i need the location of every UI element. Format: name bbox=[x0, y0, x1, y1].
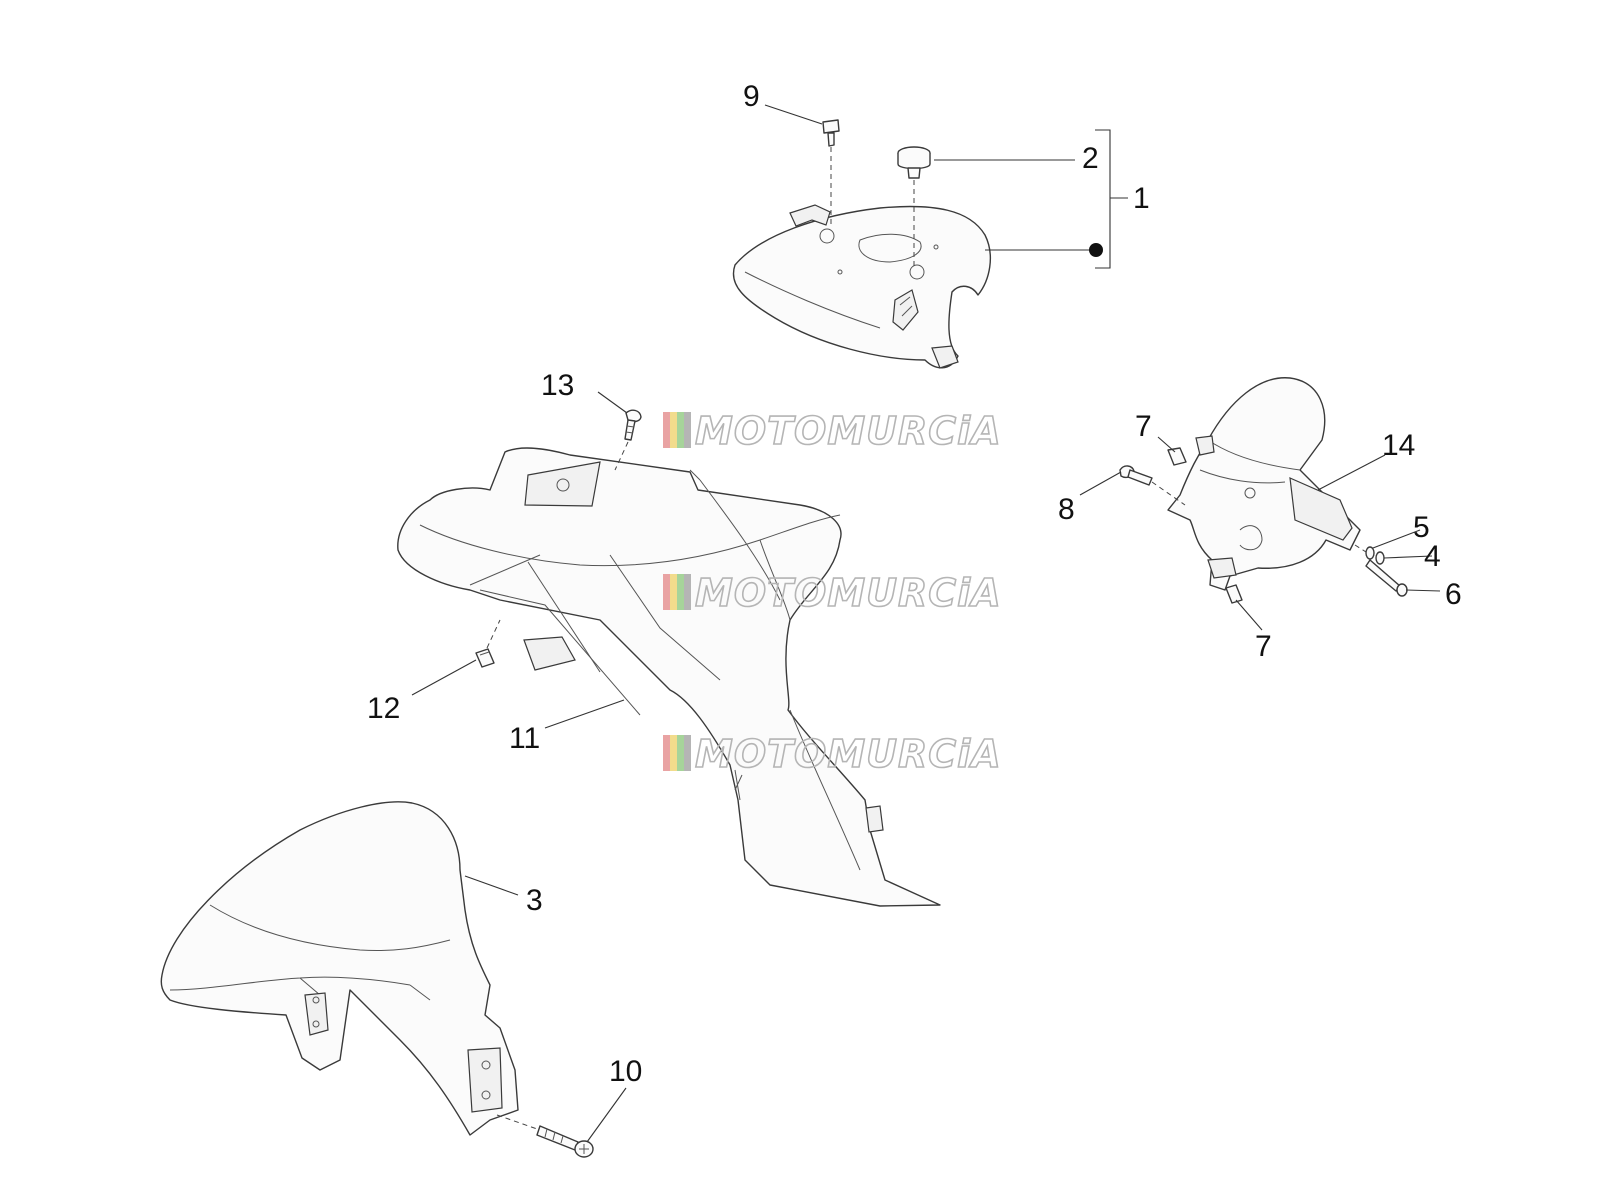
watermark-text: MOTOMURCiA bbox=[695, 571, 1002, 615]
callout-7-lower: 7 bbox=[1255, 630, 1272, 663]
watermark-stripe bbox=[670, 574, 677, 610]
watermark-middle: MOTOMURCiA bbox=[663, 570, 1002, 616]
callout-4: 4 bbox=[1424, 540, 1441, 573]
watermark-top: MOTOMURCiA bbox=[663, 408, 1002, 454]
callout-6: 6 bbox=[1445, 578, 1462, 611]
part-9-screw bbox=[822, 119, 840, 228]
part-11-inner-shield bbox=[397, 447, 941, 907]
callout-1: 1 bbox=[1133, 182, 1150, 215]
callout-12: 12 bbox=[367, 692, 400, 725]
callout-11: 11 bbox=[509, 722, 540, 755]
part-7-clip-nut-upper bbox=[1167, 447, 1187, 466]
watermark-text: MOTOMURCiA bbox=[695, 409, 1002, 453]
watermark-stripe bbox=[677, 574, 684, 610]
part-13-screw bbox=[614, 409, 642, 471]
watermark-bottom: MOTOMURCiA bbox=[663, 731, 1002, 777]
watermark-stripe bbox=[663, 574, 670, 610]
part-2-plug bbox=[897, 146, 931, 268]
callout-9: 9 bbox=[743, 80, 760, 113]
callout-2: 2 bbox=[1082, 142, 1099, 175]
part-5-washer bbox=[1365, 546, 1375, 560]
watermark-stripe bbox=[684, 735, 691, 771]
watermark-text: MOTOMURCiA bbox=[695, 732, 1002, 776]
watermark-stripe bbox=[684, 574, 691, 610]
watermark-stripe bbox=[670, 735, 677, 771]
leader-lines bbox=[411, 104, 1441, 1143]
watermark-stripe bbox=[677, 735, 684, 771]
part-3-front-mudguard bbox=[160, 801, 519, 1136]
watermark-stripe bbox=[684, 412, 691, 448]
callout-3: 3 bbox=[526, 884, 543, 917]
callout-5: 5 bbox=[1413, 511, 1430, 544]
callout-7-upper: 7 bbox=[1135, 410, 1152, 443]
part-7-clip-nut-lower bbox=[1225, 584, 1243, 604]
watermark-stripe bbox=[663, 412, 670, 448]
part-10-screw bbox=[496, 1114, 594, 1158]
assembly-dot bbox=[1089, 243, 1103, 257]
part-1-upper-cover bbox=[732, 204, 991, 369]
part-4-washer bbox=[1375, 551, 1385, 565]
part-8-screw bbox=[1119, 465, 1186, 506]
watermark-stripe bbox=[677, 412, 684, 448]
part-12-clip-nut bbox=[475, 619, 501, 668]
part-14-rear-cover bbox=[1167, 377, 1361, 591]
watermark-stripe bbox=[670, 412, 677, 448]
callout-13: 13 bbox=[541, 369, 574, 402]
callout-10: 10 bbox=[609, 1055, 642, 1088]
callout-14: 14 bbox=[1382, 429, 1415, 462]
watermark-stripe bbox=[663, 735, 670, 771]
callout-8: 8 bbox=[1058, 493, 1075, 526]
